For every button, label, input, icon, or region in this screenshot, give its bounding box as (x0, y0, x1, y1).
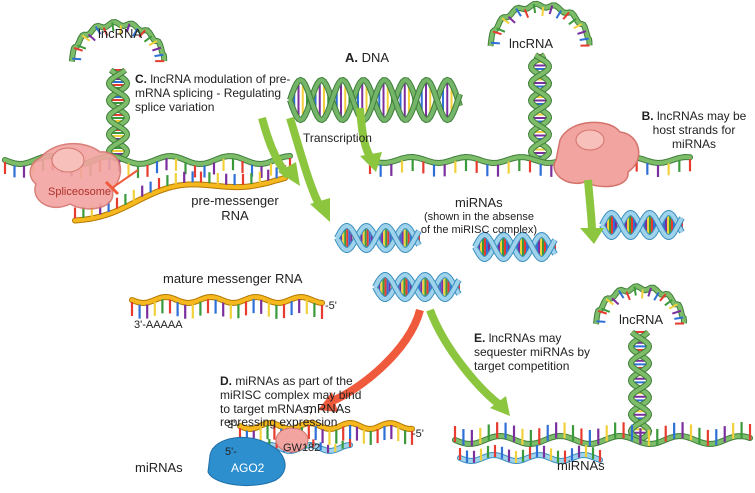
host-protein-subunit (576, 130, 604, 150)
lncrna-top-left-stemloop-loop-base (72, 59, 81, 60)
panel-c-letter: C. (135, 72, 147, 86)
panel-c-text: lncRNA modulation of pre-mRNA splicing -… (135, 72, 290, 114)
mature-mrna-strand (132, 297, 322, 319)
lncrna-top-left-stemloop-loop-base (154, 55, 163, 56)
lncrna-bottom-right-stemloop-loop-base (634, 287, 635, 296)
gw182-label: GW182 (283, 442, 320, 455)
panel-b-letter: B. (642, 109, 654, 123)
mirna-center-1 (337, 226, 419, 250)
mrna-d-5prime-label: -5' (412, 428, 424, 441)
mirnas-bottom-right-label: miRNAs (557, 459, 605, 474)
arrow-host-mirna-head (580, 228, 604, 244)
arrow-host-mirna-shaft (588, 180, 592, 232)
pre-mrna-label: pre-messenger RNA (180, 194, 290, 224)
lncrna-top-right-stemloop-loop-base (491, 43, 500, 44)
mirna-center-2 (375, 275, 459, 299)
mirnas-center-title: miRNAs (455, 196, 499, 211)
lncrna-top-right-strand (370, 157, 690, 177)
mirna-right-2 (602, 213, 682, 237)
panel-a-letter: A. (345, 50, 358, 65)
spliceosome-label: Spliceosome (48, 186, 111, 199)
lncrna-bottom-right-stemloop-loop-base (596, 321, 605, 322)
panel-a-caption: A. DNA (345, 51, 389, 66)
mature-mrna-label: mature messenger RNA (163, 272, 302, 287)
arrow-host-mirna (580, 180, 604, 244)
lncrna-bottom-right-stemloop-loop-base (642, 290, 643, 299)
mirna-right-1 (475, 235, 555, 259)
dna-helix (290, 80, 460, 120)
mrnas-bottom-label: mRNAs (306, 402, 351, 417)
transcription-label: Transcription (303, 132, 372, 146)
arrow-transcription-mirna-head (310, 198, 330, 222)
panel-a-text: DNA (362, 50, 389, 65)
lncrna-top-right-stemloop-loop-base (580, 39, 589, 40)
mature-mrna-5prime-label: -5' (325, 300, 337, 313)
panel-d-letter: D. (220, 374, 232, 388)
mrna-d-3prime-label: 3'- (227, 419, 239, 432)
mirnas-bottom-left-label: miRNAs (135, 461, 183, 476)
lncrna-bottom-right-strand-backbone (455, 436, 750, 444)
lncrna-bottom-right-stemloop-loop-base (674, 318, 683, 319)
polya-tail-label: 3'-AAAAA (134, 319, 183, 332)
lncrna-bottom-right-strand (455, 422, 750, 446)
panel-e-text: lncRNAs may sequester miRNAs by target c… (474, 331, 590, 373)
lncrna-top-right-stemloop-loop-base (534, 4, 535, 13)
lncrna-label-top-right: lncRNA (509, 37, 553, 52)
lncrna-label-bottom-right: lncRNA (619, 313, 663, 328)
ago2-label: AGO2 (231, 462, 264, 476)
panel-b-text: lncRNAs may be host strands for miRNAs (653, 109, 747, 151)
panel-b-caption: B. lncRNAs may be host strands for miRNA… (640, 110, 748, 151)
lncrna-top-right-stemloop-loop-base (542, 7, 543, 16)
spliceosome-subunit (52, 148, 84, 172)
mirna-d-5prime-label: 5'- (225, 446, 237, 459)
lncrna-label-top-left: lncRNA (98, 27, 142, 42)
arrow-transcription-premrna-shaft (262, 118, 288, 176)
mirnas-center-subtitle: (shown in the absense of the miRISC comp… (420, 211, 538, 236)
panel-e-letter: E. (474, 331, 485, 345)
panel-e-caption: E. lncRNAs may sequester miRNAs by targe… (474, 332, 614, 373)
panel-c-caption: C. lncRNA modulation of pre-mRNA splicin… (135, 73, 300, 114)
